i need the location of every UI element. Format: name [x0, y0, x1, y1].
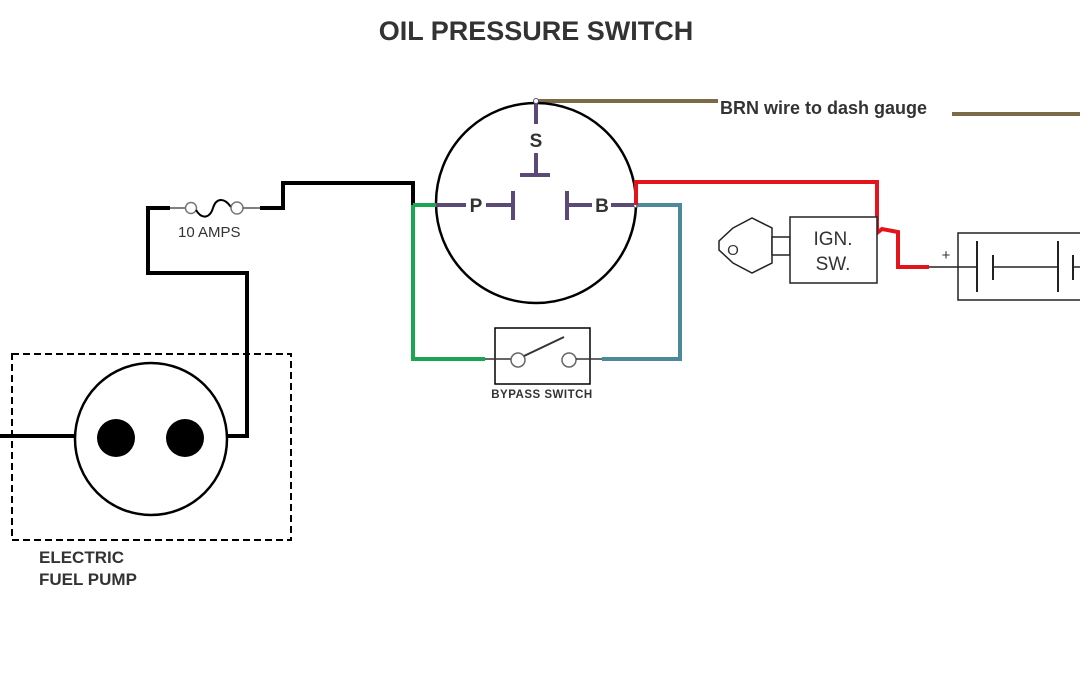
fuel-pump-label-line2: FUEL PUMP [39, 570, 137, 589]
bypass-switch-box [494, 327, 591, 385]
battery-plus-sign: + [942, 247, 951, 264]
terminal-b-label: B [595, 196, 609, 217]
ign-label-line1: IGN. [813, 229, 852, 250]
bypass-switch[interactable] [485, 327, 602, 385]
s-terminal-point [533, 98, 539, 104]
oil-pressure-switch: S P B [434, 98, 639, 305]
battery [929, 232, 1080, 301]
ign-label-line2: SW. [816, 254, 851, 275]
fuse-contact-right [230, 201, 244, 215]
key-symbol: O [727, 242, 739, 259]
ignition-switch[interactable]: O IGN. SW. [718, 216, 878, 284]
bypass-contact-left [510, 352, 526, 368]
terminal-p-label: P [470, 196, 483, 217]
fuel-pump-label-line1: ELECTRIC [39, 548, 124, 567]
electric-fuel-pump [0, 353, 292, 541]
fuse-element [195, 199, 232, 218]
teal-wire-bypass [602, 203, 682, 361]
fuse-10-amps [170, 199, 260, 218]
fuel-pump-dashed-box [11, 353, 292, 541]
fuel-pump-body [73, 361, 229, 517]
bypass-switch-label: BYPASS SWITCH [491, 389, 593, 401]
terminal-s-label: S [530, 131, 543, 152]
diagram-title: OIL PRESSURE SWITCH [379, 16, 694, 46]
bypass-contact-right [561, 352, 577, 368]
green-wire-bypass [411, 205, 485, 361]
brn-wire-label: BRN wire to dash gauge [720, 98, 927, 118]
ignition-key-stem [771, 236, 791, 256]
fuel-pump-terminal-right [166, 419, 204, 457]
fuse-contact-left [184, 201, 198, 215]
ignition-switch-box [789, 216, 878, 284]
red-wire [634, 180, 929, 269]
bypass-switch-lever [523, 336, 565, 357]
fuse-label: 10 AMPS [178, 224, 241, 241]
brown-wire [536, 99, 1080, 116]
fuel-pump-terminal-left [97, 419, 135, 457]
ignition-key-icon [718, 217, 773, 274]
battery-box [957, 232, 1080, 301]
